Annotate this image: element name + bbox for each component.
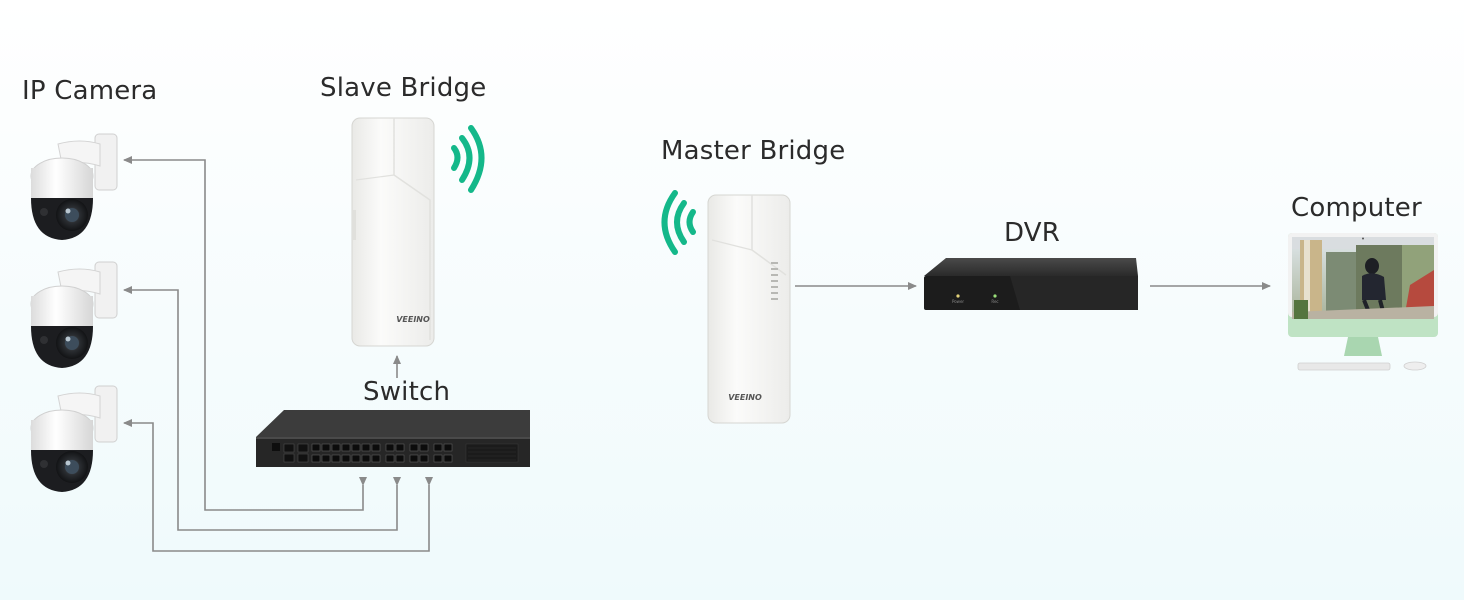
wifi-signal-master-icon	[661, 190, 696, 255]
dvr-label: DVR	[1004, 218, 1061, 248]
ip-camera-2	[30, 261, 118, 368]
ip-camera-3	[30, 385, 118, 492]
slave-bridge-brand: VEEINO	[396, 315, 430, 324]
master-bridge-label: Master Bridge	[661, 136, 846, 166]
slave-bridge-label: Slave Bridge	[320, 73, 487, 103]
connection-arrow-camera-3	[123, 419, 433, 552]
computer-label: Computer	[1291, 193, 1422, 223]
network-switch-device	[256, 410, 530, 467]
keyboard-icon	[1297, 362, 1391, 371]
dvr-power-label: Power	[952, 299, 964, 304]
master-bridge-brand: VEEINO	[728, 393, 762, 402]
wifi-signal-icon	[451, 125, 485, 193]
ip-camera-1	[30, 133, 118, 240]
ip-camera-label: IP Camera	[22, 76, 158, 106]
connection-arrow-camera-2	[123, 286, 401, 531]
slave-bridge-device: VEEINO	[351, 117, 435, 347]
dvr-rec-label: Rec	[991, 299, 998, 304]
connection-arrow-camera-1	[123, 156, 367, 511]
mouse-icon	[1403, 361, 1427, 371]
dvr-device: Power Rec	[924, 258, 1138, 310]
camera-switch-connections	[123, 156, 433, 552]
imac-computer-icon	[1288, 233, 1438, 356]
master-bridge-device: VEEINO	[707, 194, 791, 424]
